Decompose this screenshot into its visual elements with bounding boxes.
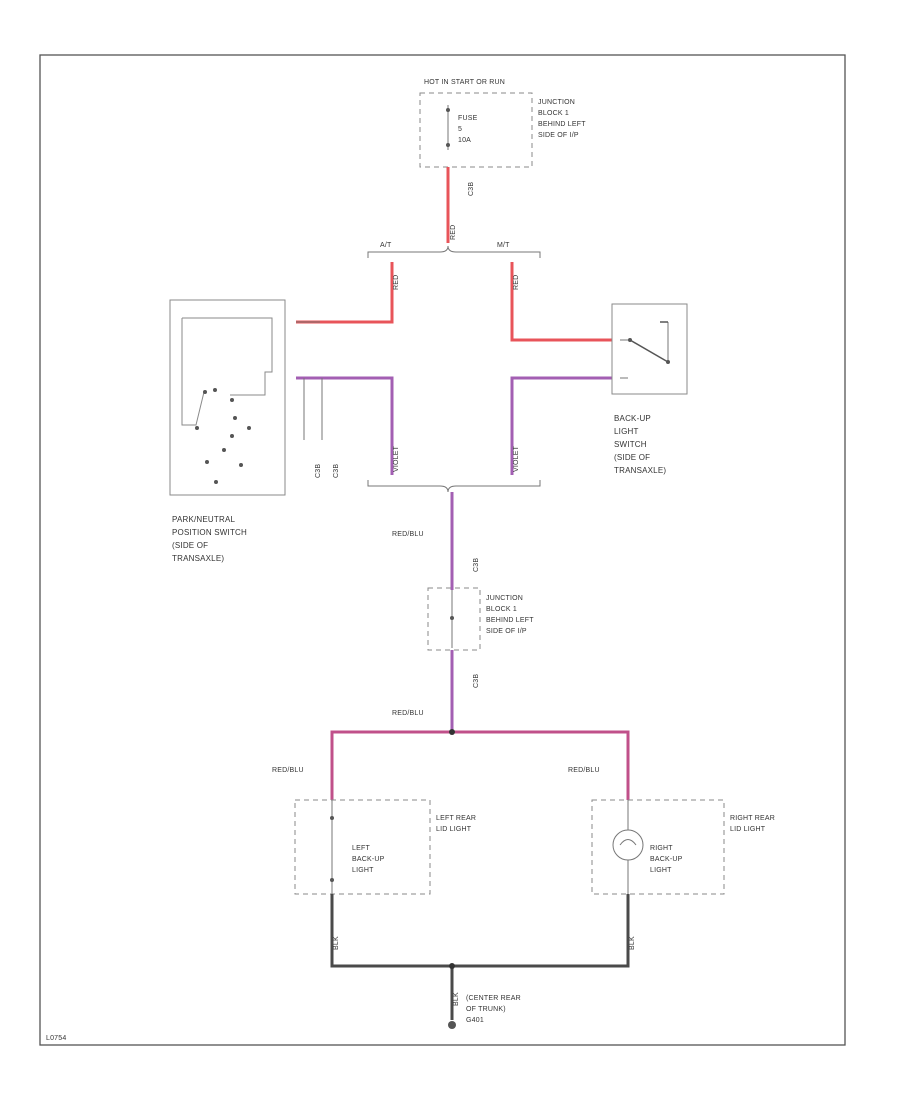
wire-red-label: RED [450, 225, 457, 240]
left-backup-lamp [294, 799, 431, 895]
mt-label: M/T [497, 242, 510, 249]
wire-blk-ground [330, 894, 630, 968]
backup-sw-label-4: (SIDE OF [614, 453, 650, 462]
wire-violet-at [296, 376, 394, 475]
left-lamp-name-2: BACK-UP [352, 856, 385, 863]
blk-label-left: BLK [333, 936, 340, 950]
junction1-line2: BLOCK 1 [538, 110, 569, 117]
redblu-label-2: RED/BLU [392, 710, 424, 717]
blk-label-center: BLK [453, 992, 460, 1006]
park-neutral-switch: C3B C3B [169, 299, 340, 496]
right-lamp-assembly-1: RIGHT REAR [730, 815, 775, 822]
backup-sw-label-3: SWITCH [614, 440, 647, 449]
left-lamp-name-1: LEFT [352, 845, 370, 852]
blk-label-right: BLK [629, 936, 636, 950]
ground-label-1: (CENTER REAR [466, 995, 521, 1002]
merge-bracket [367, 480, 541, 493]
diagram-frame [39, 54, 846, 1046]
pnp-label-2: POSITION SWITCH [172, 528, 247, 537]
at-violet-label: VIOLET [393, 445, 400, 472]
pnp-label-3: (SIDE OF [172, 541, 208, 550]
wire-red-mt [510, 262, 612, 342]
junction1-line3: BEHIND LEFT [538, 121, 586, 128]
connector-c1: C3B [468, 182, 475, 196]
at-label: A/T [380, 242, 392, 249]
junction1-line4: SIDE OF I/P [538, 132, 579, 139]
junction2-line2: BLOCK 1 [486, 606, 517, 613]
ground-icon [448, 1021, 456, 1029]
right-lamp-name-3: LIGHT [650, 867, 672, 874]
pnp-label-4: TRANSAXLE) [172, 554, 224, 563]
figure-id: L0754 [46, 1035, 66, 1042]
splice-top [449, 729, 455, 735]
fuse-name: FUSE [458, 115, 478, 122]
backup-sw-label-1: BACK-UP [614, 414, 651, 423]
at-red-label: RED [393, 275, 400, 290]
pnp-connector-2: C3B [333, 464, 340, 478]
connector-junction2-top: C3B [473, 558, 480, 572]
redblu-label-1: RED/BLU [392, 531, 424, 538]
mt-red-label: RED [513, 275, 520, 290]
left-lamp-assembly-2: LID LIGHT [436, 826, 472, 833]
bulb-icon [612, 829, 644, 861]
fuse-junction-block: HOT IN START OR RUN FUSE 5 10A JUNCTION … [419, 79, 586, 168]
pnp-connector-1: C3B [315, 464, 322, 478]
redblu-label-right: RED/BLU [568, 767, 600, 774]
backup-sw-label-5: TRANSAXLE) [614, 466, 666, 475]
ground-id: G401 [466, 1017, 484, 1024]
junction1-line1: JUNCTION [538, 99, 575, 106]
mt-violet-label: VIOLET [513, 445, 520, 472]
ground-label-2: OF TRUNK) [466, 1006, 506, 1013]
fuse-number: 5 [458, 126, 462, 133]
right-lamp-name-2: BACK-UP [650, 856, 683, 863]
junction-block-2 [427, 587, 481, 651]
right-backup-lamp [591, 799, 725, 895]
wire-red-at [296, 262, 394, 324]
junction2-line4: SIDE OF I/P [486, 628, 527, 635]
wire-violet-mt [510, 376, 612, 475]
split-bracket-top [367, 245, 541, 258]
junction2-line1: JUNCTION [486, 595, 523, 602]
wire-redblu-split [330, 730, 630, 800]
splice-ground [449, 963, 455, 969]
hot-in-label: HOT IN START OR RUN [424, 79, 505, 86]
pnp-label-1: PARK/NEUTRAL [172, 515, 236, 524]
left-lamp-name-3: LIGHT [352, 867, 374, 874]
connector-junction2-bottom: C3B [473, 674, 480, 688]
right-lamp-assembly-2: LID LIGHT [730, 826, 766, 833]
redblu-label-left: RED/BLU [272, 767, 304, 774]
right-lamp-name-1: RIGHT [650, 845, 673, 852]
fuse-rating: 10A [458, 137, 471, 144]
left-lamp-assembly-1: LEFT REAR [436, 815, 476, 822]
backup-sw-label-2: LIGHT [614, 427, 639, 436]
junction2-line3: BEHIND LEFT [486, 617, 534, 624]
backup-light-switch [611, 303, 688, 395]
